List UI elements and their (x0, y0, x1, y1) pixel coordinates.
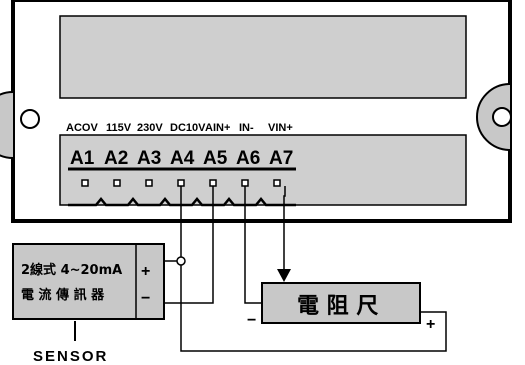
resistor-plus-terminal: + (426, 316, 435, 333)
screw-terminal-icon (209, 179, 217, 187)
left-mounting-ear (0, 91, 14, 159)
terminal-id: A1 (70, 148, 95, 169)
terminal-function: VIN+ (268, 122, 293, 134)
resistor-box (261, 282, 421, 324)
wire-a5-to-sensor-minus (164, 186, 214, 304)
sensor-minus-terminal: − (141, 290, 150, 307)
display-window (59, 15, 467, 99)
wire-node-to-resistor-plus (180, 265, 447, 352)
terminal-function: AIN+ (205, 122, 230, 134)
wire-a6-to-resistor-minus (244, 186, 262, 304)
sensor-plus-terminal: + (141, 263, 150, 280)
wiper-arrow-icon (277, 269, 291, 282)
sensor-caption: SENSOR (33, 348, 108, 365)
terminal-id: A5 (203, 148, 228, 169)
screw-terminal-icon (81, 179, 89, 187)
screw-terminal-icon (273, 179, 281, 187)
screw-terminal-icon (113, 179, 121, 187)
left-mounting-hole-icon (20, 109, 40, 129)
sensor-box (12, 243, 165, 320)
right-mounting-hole-icon (492, 107, 512, 127)
terminal-function: ACOV (66, 122, 98, 134)
screw-terminal-icon (241, 179, 249, 187)
terminal-function: 230V (137, 122, 163, 134)
terminal-function-labels: ACOV 115V 230V DC10V AIN+ IN- VIN+ (66, 122, 293, 134)
terminal-id: A7 (269, 148, 293, 169)
screw-terminal-icon (177, 179, 185, 187)
terminal-id: A6 (236, 148, 260, 169)
terminal-function: IN- (239, 122, 254, 134)
terminal-id-labels: A1 A2 A3 A4 A5 A6 A7 (70, 148, 293, 169)
terminal-function: DC10V (170, 122, 206, 134)
terminal-id: A3 (137, 148, 161, 169)
wire-junction-node (176, 256, 186, 266)
sensor-name-label: 電 流 傳 訊 器 (21, 287, 105, 303)
resistor-label: 電 阻 尺 (297, 294, 378, 319)
sensor-type-label: 2線式 4~20mA (21, 262, 122, 278)
terminal-id: A2 (104, 148, 128, 169)
screw-terminal-icon (145, 179, 153, 187)
terminal-function: 115V (106, 122, 132, 134)
resistor-minus-terminal: − (247, 312, 256, 329)
terminal-id: A4 (170, 148, 195, 169)
wire-a7-to-wiper (283, 186, 286, 270)
wiring (164, 186, 447, 352)
